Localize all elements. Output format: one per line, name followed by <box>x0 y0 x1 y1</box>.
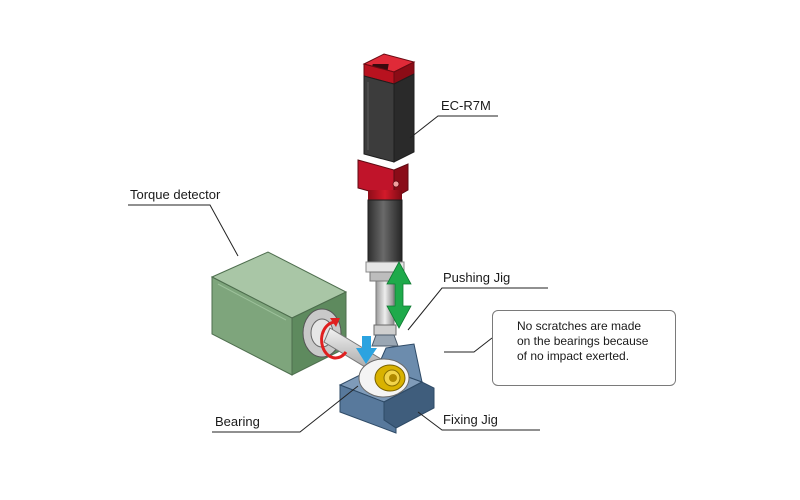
rotation-arrow-icon <box>320 318 348 360</box>
ec-r7m-actuator <box>357 53 416 347</box>
fixing-jig-leader <box>417 411 540 431</box>
torque-detector-motor <box>210 251 348 376</box>
note-pointer <box>444 337 493 353</box>
note-line: of no impact exerted. <box>517 349 630 363</box>
ec-r7m-label: EC-R7M <box>441 98 491 113</box>
down-arrow-icon <box>356 336 377 364</box>
fixing-jig-label: Fixing Jig <box>443 412 498 427</box>
pushing-jig-leader <box>407 287 548 331</box>
note-callout: No scratches are made on the bearings be… <box>492 310 676 386</box>
leader-lines <box>128 115 548 433</box>
bearing <box>358 358 410 398</box>
bearing-label: Bearing <box>215 414 260 429</box>
torque-detector-leader <box>128 204 239 257</box>
double-headed-arrow-icon <box>386 261 412 329</box>
torque-detector-label: Torque detector <box>130 187 221 202</box>
pushing-jig-label: Pushing Jig <box>443 270 511 285</box>
ec-r7m-leader <box>409 115 498 139</box>
note-line: No scratches are made <box>517 319 642 333</box>
bearing-leader <box>212 385 359 433</box>
note-line: on the bearings because <box>517 334 649 348</box>
